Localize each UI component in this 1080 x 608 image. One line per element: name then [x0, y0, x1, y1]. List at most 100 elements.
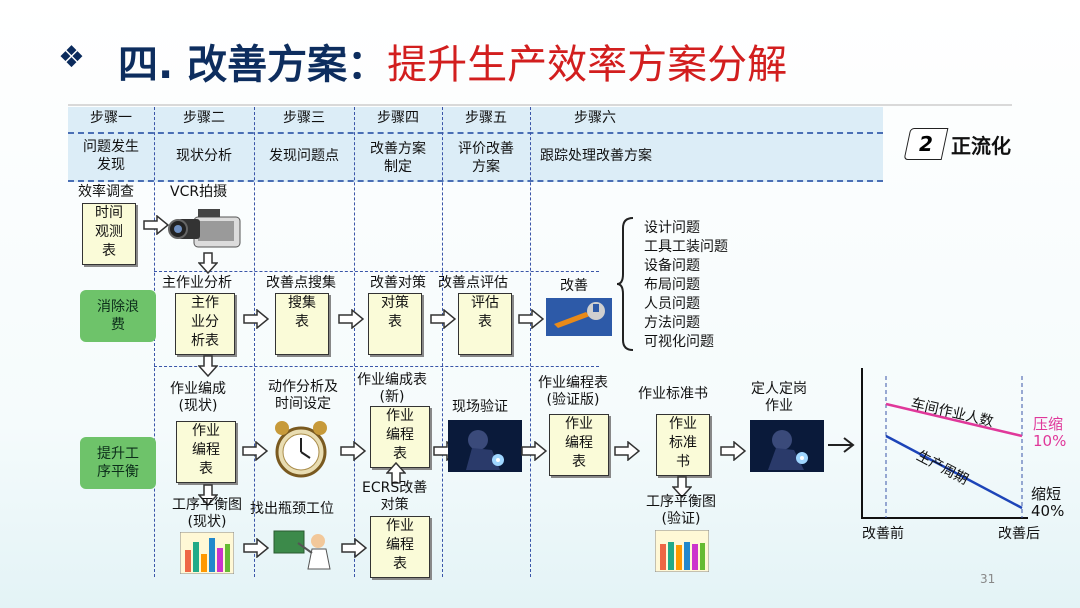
phase-6: 跟踪处理改善方案	[540, 148, 652, 164]
result-arrow-icon	[828, 437, 855, 453]
right-arrow-icon	[340, 441, 366, 461]
phase-1: 问题发生 发现	[83, 139, 139, 173]
collect-doc: 搜集 表	[275, 293, 329, 355]
verified-doc: 作业 编程 表	[549, 414, 609, 476]
balance-process-label: 提升工 序平衡	[80, 437, 156, 489]
efficiency-label: 效率调查	[78, 184, 134, 200]
phases-band	[68, 134, 883, 182]
right-arrow-icon	[243, 538, 269, 558]
right-arrow-icon	[521, 441, 547, 461]
cycle-time-line	[885, 434, 1023, 510]
compile-new-label: 作业编成表 (新)	[357, 372, 427, 405]
standard-label: 作业标准书	[638, 386, 708, 402]
measure-label: 改善对策	[370, 275, 426, 291]
cycle-time-note: 缩短 40%	[1031, 485, 1065, 520]
up-arrow-icon	[386, 462, 406, 484]
right-arrow-icon	[614, 441, 640, 461]
row-divider	[154, 271, 599, 272]
title-divider	[68, 104, 1012, 106]
right-arrow-icon	[341, 538, 367, 558]
down-arrow-icon	[198, 252, 218, 274]
headcount-line	[885, 402, 1023, 438]
balance-verified-label: 工序平衡图 (验证)	[646, 494, 716, 527]
ecrs-label: ECRS改善 对策	[362, 480, 428, 513]
tag-number: 2	[903, 128, 949, 160]
column-divider	[254, 107, 255, 577]
down-arrow-icon	[198, 355, 218, 377]
issue-item: 方法问题	[644, 315, 700, 331]
right-arrow-icon	[242, 441, 268, 461]
bottleneck-label: 找出瓶颈工位	[250, 501, 334, 517]
result-chart	[861, 368, 1028, 519]
right-arrow-icon	[243, 309, 269, 329]
compile-current-label: 作业编成 (现状)	[170, 381, 226, 414]
welder-photo-icon	[448, 420, 522, 472]
right-arrow-icon	[518, 309, 544, 329]
post-label: 定人定岗 作业	[751, 381, 807, 414]
phase-2: 现状分析	[176, 148, 232, 164]
x-after-label: 改善后	[998, 526, 1040, 542]
title-highlight: 提升生产效率方案分解	[387, 42, 788, 88]
worker-photo-icon	[750, 420, 824, 472]
eliminate-waste-label: 消除浪 费	[80, 290, 156, 342]
balance-current-label: 工序平衡图 (现状)	[172, 497, 242, 530]
ecrs-doc: 作业 编程 表	[370, 516, 430, 578]
video-camera-icon	[168, 209, 241, 248]
page-number: 31	[980, 572, 996, 586]
step-2: 步骤二	[183, 110, 225, 126]
column-divider	[530, 107, 531, 577]
issue-list: 设计问题 工具工装问题 设备问题 布局问题 人员问题 方法问题 可视化问题	[644, 219, 728, 352]
wrench-icon	[546, 298, 612, 336]
down-arrow-icon	[672, 476, 692, 498]
verified-label: 作业编程表 (验证版)	[538, 375, 608, 408]
eval-doc: 评估 表	[458, 293, 512, 355]
step-6: 步骤六	[574, 110, 616, 126]
issue-item: 人员问题	[644, 296, 700, 312]
phase-3: 发现问题点	[269, 148, 339, 164]
headcount-note: 压缩 10%	[1033, 415, 1067, 450]
phase-5: 评价改善 方案	[458, 141, 514, 175]
bar-chart-icon	[655, 530, 709, 572]
eval-label: 改善点评估	[438, 275, 508, 291]
title-bullet-icon: ❖	[58, 40, 85, 75]
issue-item: 设计问题	[644, 220, 700, 236]
vcr-label: VCR拍摄	[170, 184, 228, 200]
brace-icon	[617, 217, 634, 351]
title-prefix: 四. 改善方案：	[118, 42, 388, 88]
down-arrow-icon	[198, 484, 218, 506]
right-arrow-icon	[720, 441, 746, 461]
main-analysis-label: 主作业分析	[162, 275, 232, 291]
issue-item: 工具工装问题	[644, 239, 728, 255]
right-arrow-icon	[143, 215, 169, 235]
issue-item: 设备问题	[644, 258, 700, 274]
issue-item: 可视化问题	[644, 334, 714, 350]
right-arrow-icon	[338, 309, 364, 329]
tag-text: 正流化	[951, 133, 1011, 158]
column-divider	[442, 107, 443, 577]
page-title: 四. 改善方案：提升生产效率方案分解	[118, 32, 787, 90]
compile-new-doc: 作业 编程 表	[370, 406, 430, 468]
main-analysis-doc: 主作 业分 析表	[175, 293, 235, 355]
compile-current-doc: 作业 编程 表	[176, 421, 236, 483]
issue-item: 布局问题	[644, 277, 700, 293]
collect-label: 改善点搜集	[266, 275, 336, 291]
flow-tag: 2 正流化	[903, 128, 1011, 160]
chart-axes	[861, 368, 1028, 519]
phase-4: 改善方案 制定	[370, 141, 426, 175]
motion-analysis-label: 动作分析及 时间设定	[268, 379, 338, 412]
time-observation-doc: 时间 观测 表	[82, 203, 136, 265]
alarm-clock-icon	[275, 421, 327, 478]
presenter-icon	[273, 530, 331, 570]
column-divider	[154, 107, 155, 577]
step-1: 步骤一	[90, 110, 132, 126]
steps-band	[68, 107, 883, 134]
column-divider	[354, 107, 355, 577]
row-divider	[154, 366, 599, 367]
onsite-label: 现场验证	[452, 399, 508, 415]
step-5: 步骤五	[465, 110, 507, 126]
x-before-label: 改善前	[862, 526, 904, 542]
bar-chart-icon	[180, 532, 234, 574]
improve-label: 改善	[560, 278, 588, 294]
right-arrow-icon	[430, 309, 456, 329]
measure-doc: 对策 表	[368, 293, 422, 355]
